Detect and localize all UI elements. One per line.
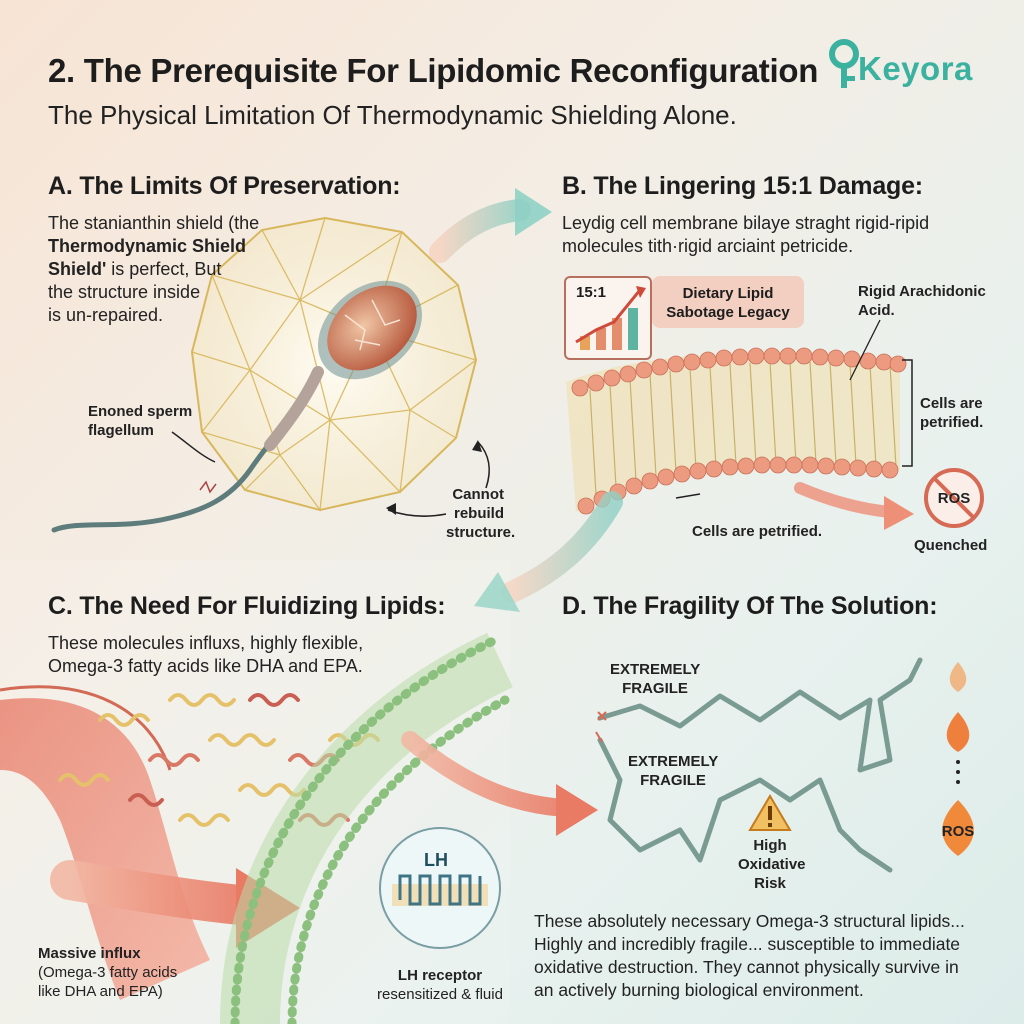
section-d-text: These absolutely necessary Omega-3 struc… (534, 911, 965, 1000)
section-b-heading: B. The Lingering 15:1 Damage: (562, 172, 923, 200)
section-a-text: The stanianthin shield (the Thermodynami… (48, 213, 260, 325)
page-subtitle: The Physical Limitation Of Thermodynamic… (48, 100, 737, 130)
lh-receptor-label: LH receptor resensitized & fluid (377, 967, 503, 1003)
flagellum-label: Enoned sperm flagellum (88, 403, 193, 439)
fire-icon (942, 662, 974, 856)
no-ros-icon (924, 468, 984, 528)
cells-petrified-bottom-label: Cells are petrified. (692, 523, 823, 540)
omega3-lipid-chains (597, 657, 923, 873)
ros-label: ROS (937, 490, 971, 507)
brand-name: Keyora (858, 50, 973, 87)
section-b-text: Leydig cell membrane bilaye straght rigi… (562, 213, 930, 256)
sperm-cell-illustration (51, 280, 422, 533)
section-d-heading: D. The Fragility Of The Solution: (562, 592, 938, 620)
brand-logo: Keyora (826, 36, 996, 96)
dietary-lipid-badge: Dietary Lipid Sabotage Legacy (652, 276, 804, 328)
growth-chart-icon: 15:1 (564, 276, 652, 360)
oxidative-risk-label: High Oxidative Risk (738, 837, 806, 892)
fluid-membrane-illustration (220, 632, 513, 1024)
extremely-fragile-mid-label: EXTREMELY FRAGILE (628, 753, 719, 789)
rigid-membrane-bilayer (566, 347, 907, 515)
cannot-rebuild-label: Cannot rebuild structure. (446, 486, 516, 541)
page-title: 2. The Prerequisite For Lipidomic Reconf… (48, 52, 819, 89)
ros-flame-label: ROS (941, 823, 975, 840)
extremely-fragile-top-label: EXTREMELY FRAGILE (610, 661, 701, 697)
massive-influx-label: Massive influx (Omega-3 fatty acids like… (38, 945, 178, 1000)
section-c-text: These molecules influxs, highly flexible… (48, 633, 364, 676)
rigid-arachidonic-label: Rigid Arachidonic Acid. (858, 283, 986, 319)
quenched-label: Quenched (914, 537, 988, 554)
blood-vessel-influx (0, 685, 210, 1000)
section-c-heading: C. The Need For Fluidizing Lipids: (48, 592, 446, 620)
warning-icon (748, 794, 792, 831)
cells-petrified-side-label: Cells are petrified. (920, 395, 984, 431)
lh-symbol: LH (424, 850, 448, 870)
ratio-label: 15:1 (576, 284, 607, 301)
lh-receptor-icon (379, 827, 501, 949)
keyora-logo-icon (829, 39, 859, 88)
section-a-heading: A. The Limits Of Preservation: (48, 172, 401, 200)
